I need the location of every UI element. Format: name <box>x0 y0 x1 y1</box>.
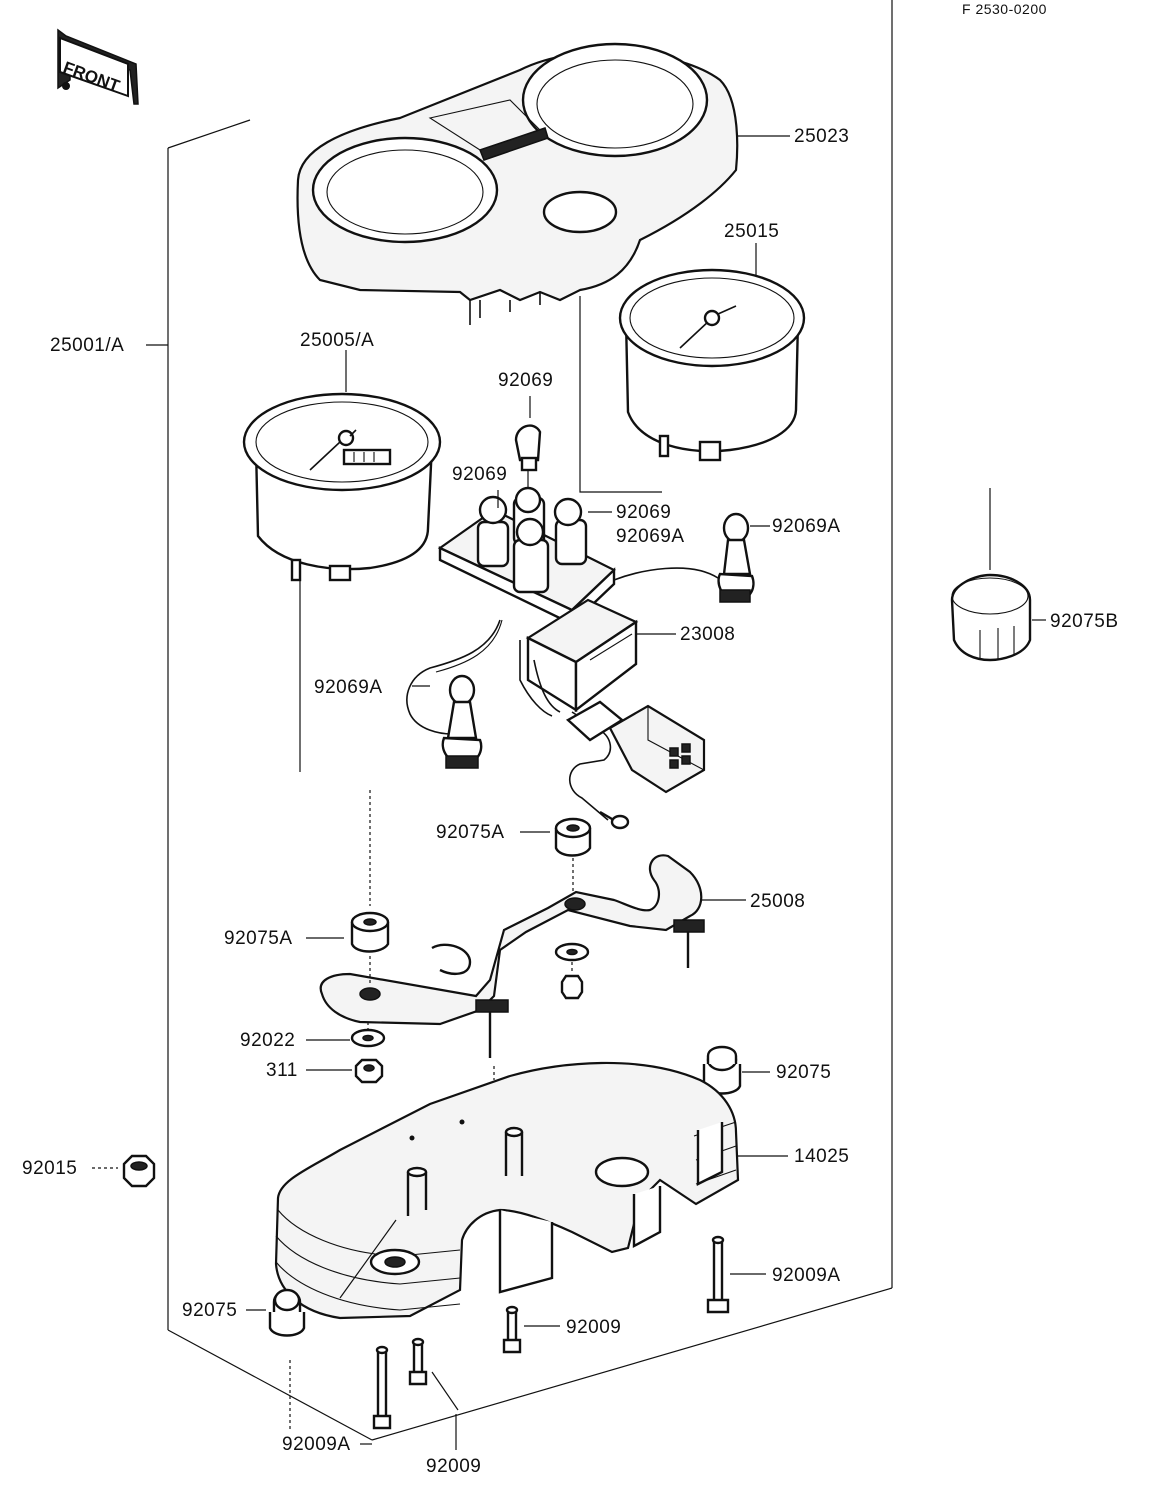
svg-text:92075: 92075 <box>182 1300 237 1321</box>
bolt-92009A-bottom <box>372 1345 392 1430</box>
leader-cover-to-socket <box>579 296 662 493</box>
label-311: 311 <box>266 1060 352 1081</box>
label-92075-right: 92075 <box>742 1062 831 1083</box>
svg-text:92075A: 92075A <box>436 822 505 843</box>
label-92075-left: 92075 <box>182 1300 266 1321</box>
label-92069-top: 92069 <box>498 370 553 418</box>
svg-text:92069: 92069 <box>452 464 507 485</box>
label-92069-mid: 92069 <box>452 464 507 508</box>
svg-text:92015: 92015 <box>22 1158 77 1179</box>
grommet-92075A-upper <box>554 817 592 900</box>
label-92075A-upper: 92075A <box>436 822 550 843</box>
svg-text:92075B: 92075B <box>1050 611 1119 632</box>
bulb-92069-top <box>514 424 542 490</box>
label-92075B: 92075B <box>1032 611 1119 632</box>
svg-text:92009: 92009 <box>566 1317 621 1338</box>
right-gauge <box>618 268 806 462</box>
label-25023: 25023 <box>736 126 849 147</box>
bulb-92069A-left <box>441 674 483 769</box>
svg-text:92069A: 92069A <box>772 516 841 537</box>
nut-92015 <box>122 1154 156 1188</box>
bolt-92009A-right <box>706 1235 730 1314</box>
label-92075A-lower: 92075A <box>224 928 344 949</box>
svg-text:92069: 92069 <box>498 370 553 391</box>
label-92069A-left: 92069A <box>314 677 430 698</box>
svg-text:92009A: 92009A <box>282 1434 351 1455</box>
front-direction-marker: FRONT <box>57 28 139 105</box>
label-25015: 25015 <box>724 221 779 276</box>
lower-meter-case-14025 <box>274 1061 740 1320</box>
svg-text:25015: 25015 <box>724 221 779 242</box>
label-25005A: 25005/A <box>300 330 374 392</box>
label-25001A: 25001/A <box>50 335 168 356</box>
grommet-92075A-lower <box>350 790 390 984</box>
svg-text:311: 311 <box>266 1060 298 1081</box>
svg-text:92075A: 92075A <box>224 928 293 949</box>
washer-92022 <box>350 1022 386 1048</box>
damper-92075-left <box>268 1288 306 1337</box>
lamp-housing-23008 <box>525 598 639 713</box>
svg-text:92069A: 92069A <box>314 677 383 698</box>
upper-meter-cover <box>296 42 739 325</box>
label-92009-bottom: 92009 <box>426 1371 481 1477</box>
svg-text:92009A: 92009A <box>772 1265 841 1286</box>
svg-text:25001/A: 25001/A <box>50 335 124 356</box>
meter-bracket-25008 <box>319 854 705 1058</box>
figure-reference: F 2530-0200 <box>962 1 1047 17</box>
svg-text:14025: 14025 <box>794 1146 849 1167</box>
label-25008: 25008 <box>700 891 805 912</box>
svg-text:92075: 92075 <box>776 1062 831 1083</box>
label-14025: 14025 <box>738 1146 849 1167</box>
svg-text:92009: 92009 <box>426 1456 481 1477</box>
label-92009-mid: 92009 <box>524 1317 621 1338</box>
bolt-92009-bottom <box>408 1337 428 1386</box>
label-92009A-right: 92009A <box>730 1265 841 1286</box>
wire-connector <box>565 700 706 830</box>
label-92009A-bottom: 92009A <box>282 1360 372 1455</box>
label-92069-right: 92069 <box>588 502 671 523</box>
label-92022: 92022 <box>240 1030 350 1051</box>
label-92069A-far: 92069A <box>750 516 841 537</box>
label-92015: 92015 <box>22 1158 118 1179</box>
nut-311 <box>354 1058 384 1084</box>
label-92069A-right: 92069A <box>616 526 685 547</box>
left-gauge <box>242 392 442 772</box>
bulb-92069A-far-right <box>613 512 755 603</box>
indicator-socket-block <box>437 486 616 627</box>
svg-text:25023: 25023 <box>794 126 849 147</box>
svg-text:92069: 92069 <box>616 502 671 523</box>
svg-text:23008: 23008 <box>680 624 735 645</box>
wire-harness <box>406 619 612 821</box>
svg-text:25008: 25008 <box>750 891 805 912</box>
svg-text:25005/A: 25005/A <box>300 330 374 351</box>
damper-92075B <box>950 488 1032 662</box>
bolt-92009-mid <box>502 1305 522 1354</box>
svg-text:92022: 92022 <box>240 1030 295 1051</box>
svg-text:92069A: 92069A <box>616 526 685 547</box>
label-23008: 23008 <box>636 624 735 645</box>
washer-nut-right <box>554 942 590 1000</box>
